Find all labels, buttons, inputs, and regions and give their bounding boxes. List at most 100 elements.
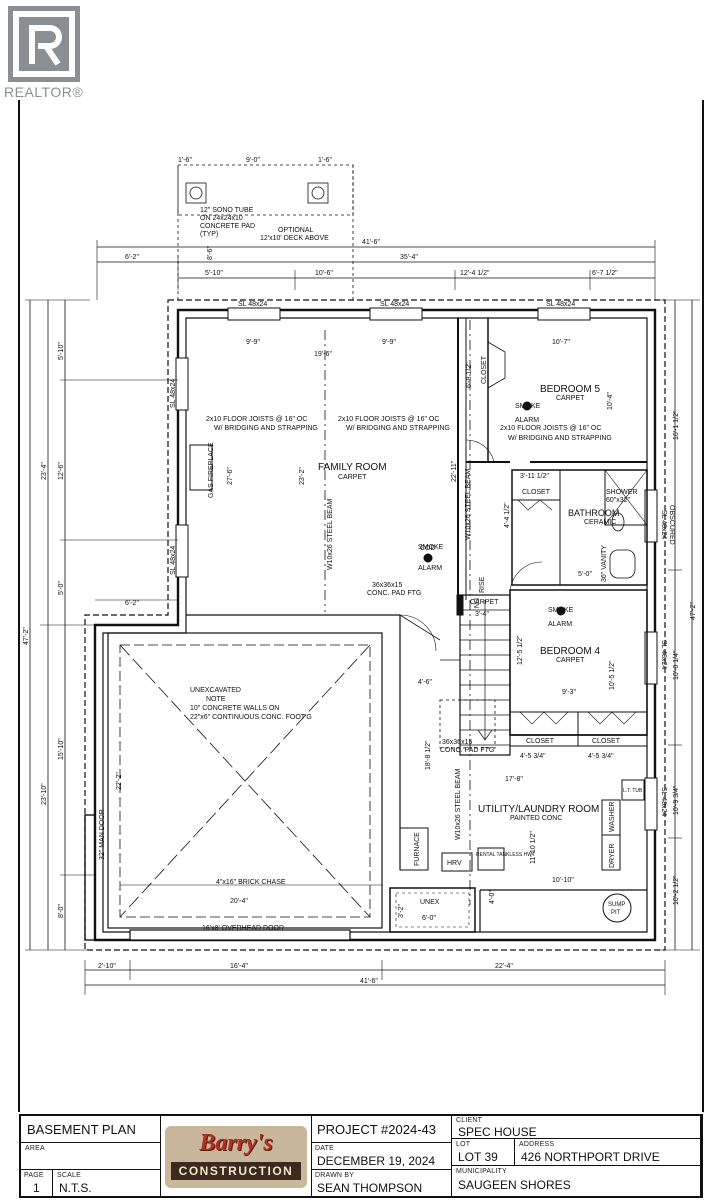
joists-3b: W/ BRIDGING AND STRAPPING [508,435,612,442]
tankless-label: RENTAL TANKLESS HWT [476,852,535,858]
dim-left-g: 8'-0" [58,904,65,918]
scale-cell: SCALE N.T.S. [53,1170,161,1198]
bed4-closet-2: CLOSET [592,738,621,745]
shower-size: 60"x32" [606,497,631,504]
page-cell: PAGE 1 [21,1170,53,1198]
window-top-3: SL 48x24 [546,301,575,308]
stair-rise: RISE [479,576,486,593]
dim-unex-h: 3'-2" [398,904,405,918]
sono-tube-2: ON 24x24x10 [200,215,243,222]
joists-2b: W/ BRIDGING AND STRAPPING [346,425,450,432]
deck-note-2: 12'x10' DECK ABOVE [260,235,329,242]
man-door: 32" MAN DOOR [99,809,106,860]
unexcavated-note-2: 10" CONCRETE WALLS ON [190,705,279,712]
address-label: ADDRESS [519,1141,555,1148]
dim-family-h: 23'-2" [299,467,306,485]
dim-top-overall: 41'-6" [362,239,380,246]
dim-deck-c: 1'-6" [318,157,332,164]
dim-stair-land: 4'-6" [418,679,432,686]
lot-value: LOT 39 [458,1150,498,1164]
dim-top-d: 10'-6" [315,270,333,277]
bed5-closet: CLOSET [481,355,488,384]
unex-name: UNEX [420,899,440,906]
dim-right-d: 10'-2 1/2" [673,875,680,905]
dim-closet-w: 6'-8 1/2" [466,362,473,388]
steel-beam-3: W10x26 STEEL BEAM [455,769,462,840]
builder-logo: Barry's CONSTRUCTION [161,1116,312,1198]
realtor-mark-icon [8,6,80,82]
bedroom4-name: BEDROOM 4 [540,646,600,657]
client-label: CLIENT [456,1117,483,1124]
window-top-1: SL 48x24 [238,301,267,308]
window-obscured: OBSCURED [668,505,675,545]
dim-deck-b: 9'-0" [246,157,260,164]
joists-3a: 2x10 FLOOR JOISTS @ 16" OC [500,425,601,432]
dim-bath-w: 5'-0" [578,571,592,578]
sono-tube-3: CONCRETE PAD [200,223,255,230]
page-value: 1 [33,1181,40,1195]
utility-finish: PAINTED CONC [510,815,562,822]
client-cell: CLIENT SPEC HOUSE [452,1116,701,1139]
bath-closet: CLOSET [522,489,551,496]
joists-1a: 2x10 FLOOR JOISTS @ 16" OC [206,416,307,423]
dim-family-w: 19'-6" [314,351,332,358]
client-value: SPEC HOUSE [458,1125,537,1139]
furnace-label: FURNACE [414,832,421,866]
dim-fire: 27'-6" [227,467,234,485]
window-right-2: SL 48x24 [660,640,667,669]
dim-left-a: 23'-4" [41,462,48,480]
sump-pit-2: PIT [611,910,621,916]
family-room-finish: CARPET [338,474,367,481]
dim-deck-a: 1'-6" [178,157,192,164]
address-value: 426 NORTHPORT DRIVE [521,1150,660,1164]
municipality-label: MUNICIPALITY [456,1168,507,1175]
dim-left-b: 5'-10" [58,342,65,360]
bed4-smoke-1: SMOKE [548,607,574,614]
window-right-3: SL 48x24 [660,787,667,816]
builder-logo-badge: Barry's CONSTRUCTION [165,1126,307,1188]
co-alarm-2: SMOKE [418,544,444,551]
dim-left-e: 23'-10" [41,783,48,805]
date-label: DATE [315,1145,334,1152]
pad-ftg-2b: CONC. PAD FTG [440,747,494,754]
realtor-logo: REALTOR® [4,4,88,104]
window-left-1: SL 48x24 [170,379,177,408]
dim-left-f: 15'-10" [58,738,65,760]
dim-hall-h: 22'-11" [451,460,458,482]
window-left-2: SL 48x24 [170,546,177,575]
project-number: PROJECT #2024-43 [317,1122,436,1137]
pad-ftg-2a: 36x36x15 [442,739,472,746]
address-cell: ADDRESS 426 NORTHPORT DRIVE [515,1139,701,1166]
joists-1b: W/ BRIDGING AND STRAPPING [214,425,318,432]
dim-util-b: 10'-10" [552,877,574,884]
dim-bed4-cl: 4'-5 3/4" [520,753,546,760]
gas-fireplace: GAS FIREPLACE [208,442,215,498]
window-top-2: SL 48x24 [380,301,409,308]
dim-left-d: 5'-0" [58,581,65,595]
dim-fam-b: 9'-9" [382,339,396,346]
pad-ftg-1a: 36x36x15 [372,582,402,589]
bedroom5-finish: CARPET [556,395,585,402]
scale-label: SCALE [57,1172,81,1179]
dim-top-b: 35'-4" [400,254,418,261]
stair-carpet: CARPET [470,599,499,606]
dim-util-w: 17'-8" [505,776,523,783]
window-right-1: SL 48x24 [660,510,667,539]
dim-deck-side: 8'-6" [207,246,214,260]
dim-bottom-overall: 41'-6" [360,978,378,985]
project-cell: PROJECT #2024-43 [311,1116,452,1143]
dim-beam-4: 4'-0" [489,890,496,904]
dim-unex-w: 6'-0" [422,915,436,922]
dim-garage-span: 20'-4" [230,898,248,905]
dim-bottom-b: 16'-4" [230,963,248,970]
dim-bed4-w: 9'-3" [562,689,576,696]
pad-ftg-1b: CONC. PAD FTG [367,590,421,597]
unexcavated-note-1: NOTE [206,696,226,703]
dim-gar-side: 6'-2" [125,600,139,607]
builder-logo-name: Barry's [199,1130,273,1156]
dim-bath-top: 3'-11 1/2" [520,473,550,480]
family-room-name: FAMILY ROOM [318,462,387,473]
dim-top-f: 6'-7 1/2" [592,270,618,277]
bathroom-name: BATHROOM [568,508,619,518]
dim-garage-w: 22'-2" [116,772,123,790]
